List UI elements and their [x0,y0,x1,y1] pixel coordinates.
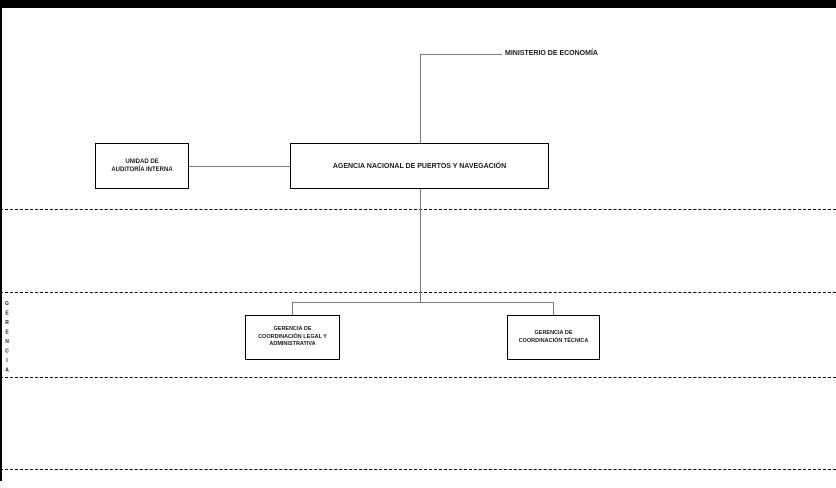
audit-unit-line-2: AUDITORÍA INTERNA [111,167,173,173]
legal-admin-management-node: GERENCIA DE COORDINACIÓN LEGAL Y ADMINIS… [245,315,340,360]
connector-ministry-horizontal [420,54,502,55]
top-black-bar [0,0,836,8]
technical-line-1: GERENCIA DE [534,330,573,336]
audit-unit-node: UNIDAD DE AUDITORÍA INTERNA [95,143,189,189]
connector-drop-technical [553,302,554,315]
section-divider-4 [0,469,836,470]
connector-ministry-vertical [420,54,421,143]
section-divider-2 [0,292,836,293]
agency-node: AGENCIA NACIONAL DE PUERTOS Y NAVEGACIÓN [290,143,549,189]
legal-admin-line-2: COORDINACIÓN LEGAL Y [258,333,327,340]
connector-branch-horizontal [292,302,553,303]
connector-drop-legal [292,302,293,315]
section-divider-1 [0,209,836,210]
agency-line-1: AGENCIA NACIONAL DE PUERTOS Y NAVEGACIÓN [332,162,507,170]
technical-management-node: GERENCIA DE COORDINACIÓN TÉCNICA [507,315,600,360]
technical-line-2: COORDINACIÓN TÉCNICA [518,337,589,344]
gerencia-section-label: GERENCIA [4,301,10,377]
legal-admin-line-1: GERENCIA DE [273,326,312,333]
audit-unit-line-1: UNIDAD DE [125,159,159,165]
section-divider-3 [0,377,836,378]
connector-audit-to-agency [189,166,290,167]
ministry-node-label: MINISTERIO DE ECONOMÍA [505,50,598,57]
left-page-border [0,8,2,481]
legal-admin-line-3: ADMINISTRATIVA [269,341,316,348]
connector-agency-down [420,189,421,303]
